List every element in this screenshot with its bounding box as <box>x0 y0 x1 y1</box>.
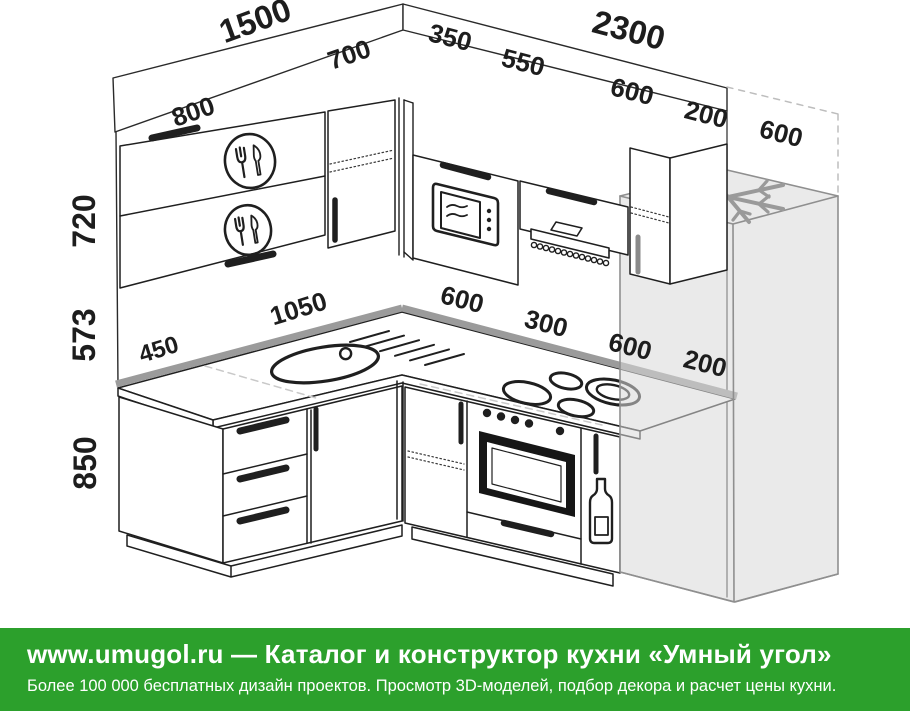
dim-height-573: 573 <box>66 308 102 361</box>
bottle-cabinet <box>588 433 614 545</box>
wall-cabinet-800 <box>119 111 326 289</box>
microwave-icon <box>431 182 500 247</box>
counter-dashed-lines <box>204 365 603 426</box>
dim-height-850: 850 <box>67 436 103 489</box>
dim-counter-300: 300 <box>521 303 571 343</box>
corner-wall-edge <box>398 97 414 261</box>
wall-cabinet-700 <box>327 99 396 249</box>
dim-height-720: 720 <box>66 194 102 247</box>
footer-subtitle: Более 100 000 бесплатных дизайн проектов… <box>27 677 837 696</box>
dim-right-wall-total: 2300 <box>589 3 669 57</box>
cutlery-icon <box>223 203 273 257</box>
dashed-clearance <box>726 86 839 195</box>
oven-icon <box>466 408 582 565</box>
drawer-handles <box>236 416 290 525</box>
hood-icon <box>530 221 610 267</box>
drainer-lines <box>349 330 465 366</box>
dim-counter-600-corner: 600 <box>437 279 487 319</box>
dim-counter-450: 450 <box>136 331 182 369</box>
footer-banner: www.umugol.ru — Каталог и конструктор ку… <box>0 628 910 711</box>
wall-cabinet-200 <box>629 143 728 285</box>
cutlery-icon <box>223 132 277 190</box>
footer-headline: www.umugol.ru — Каталог и конструктор ку… <box>27 639 832 669</box>
kitchen-diagram: 1500 800 700 2300 350 550 600 200 600 72… <box>66 0 839 603</box>
dim-above-fridge-600: 600 <box>756 113 806 153</box>
bottle-icon <box>588 477 614 545</box>
sink-icon <box>269 343 381 385</box>
base-run-left <box>118 380 404 578</box>
hood-cabinet <box>519 180 629 256</box>
dim-counter-1050: 1050 <box>266 286 330 332</box>
